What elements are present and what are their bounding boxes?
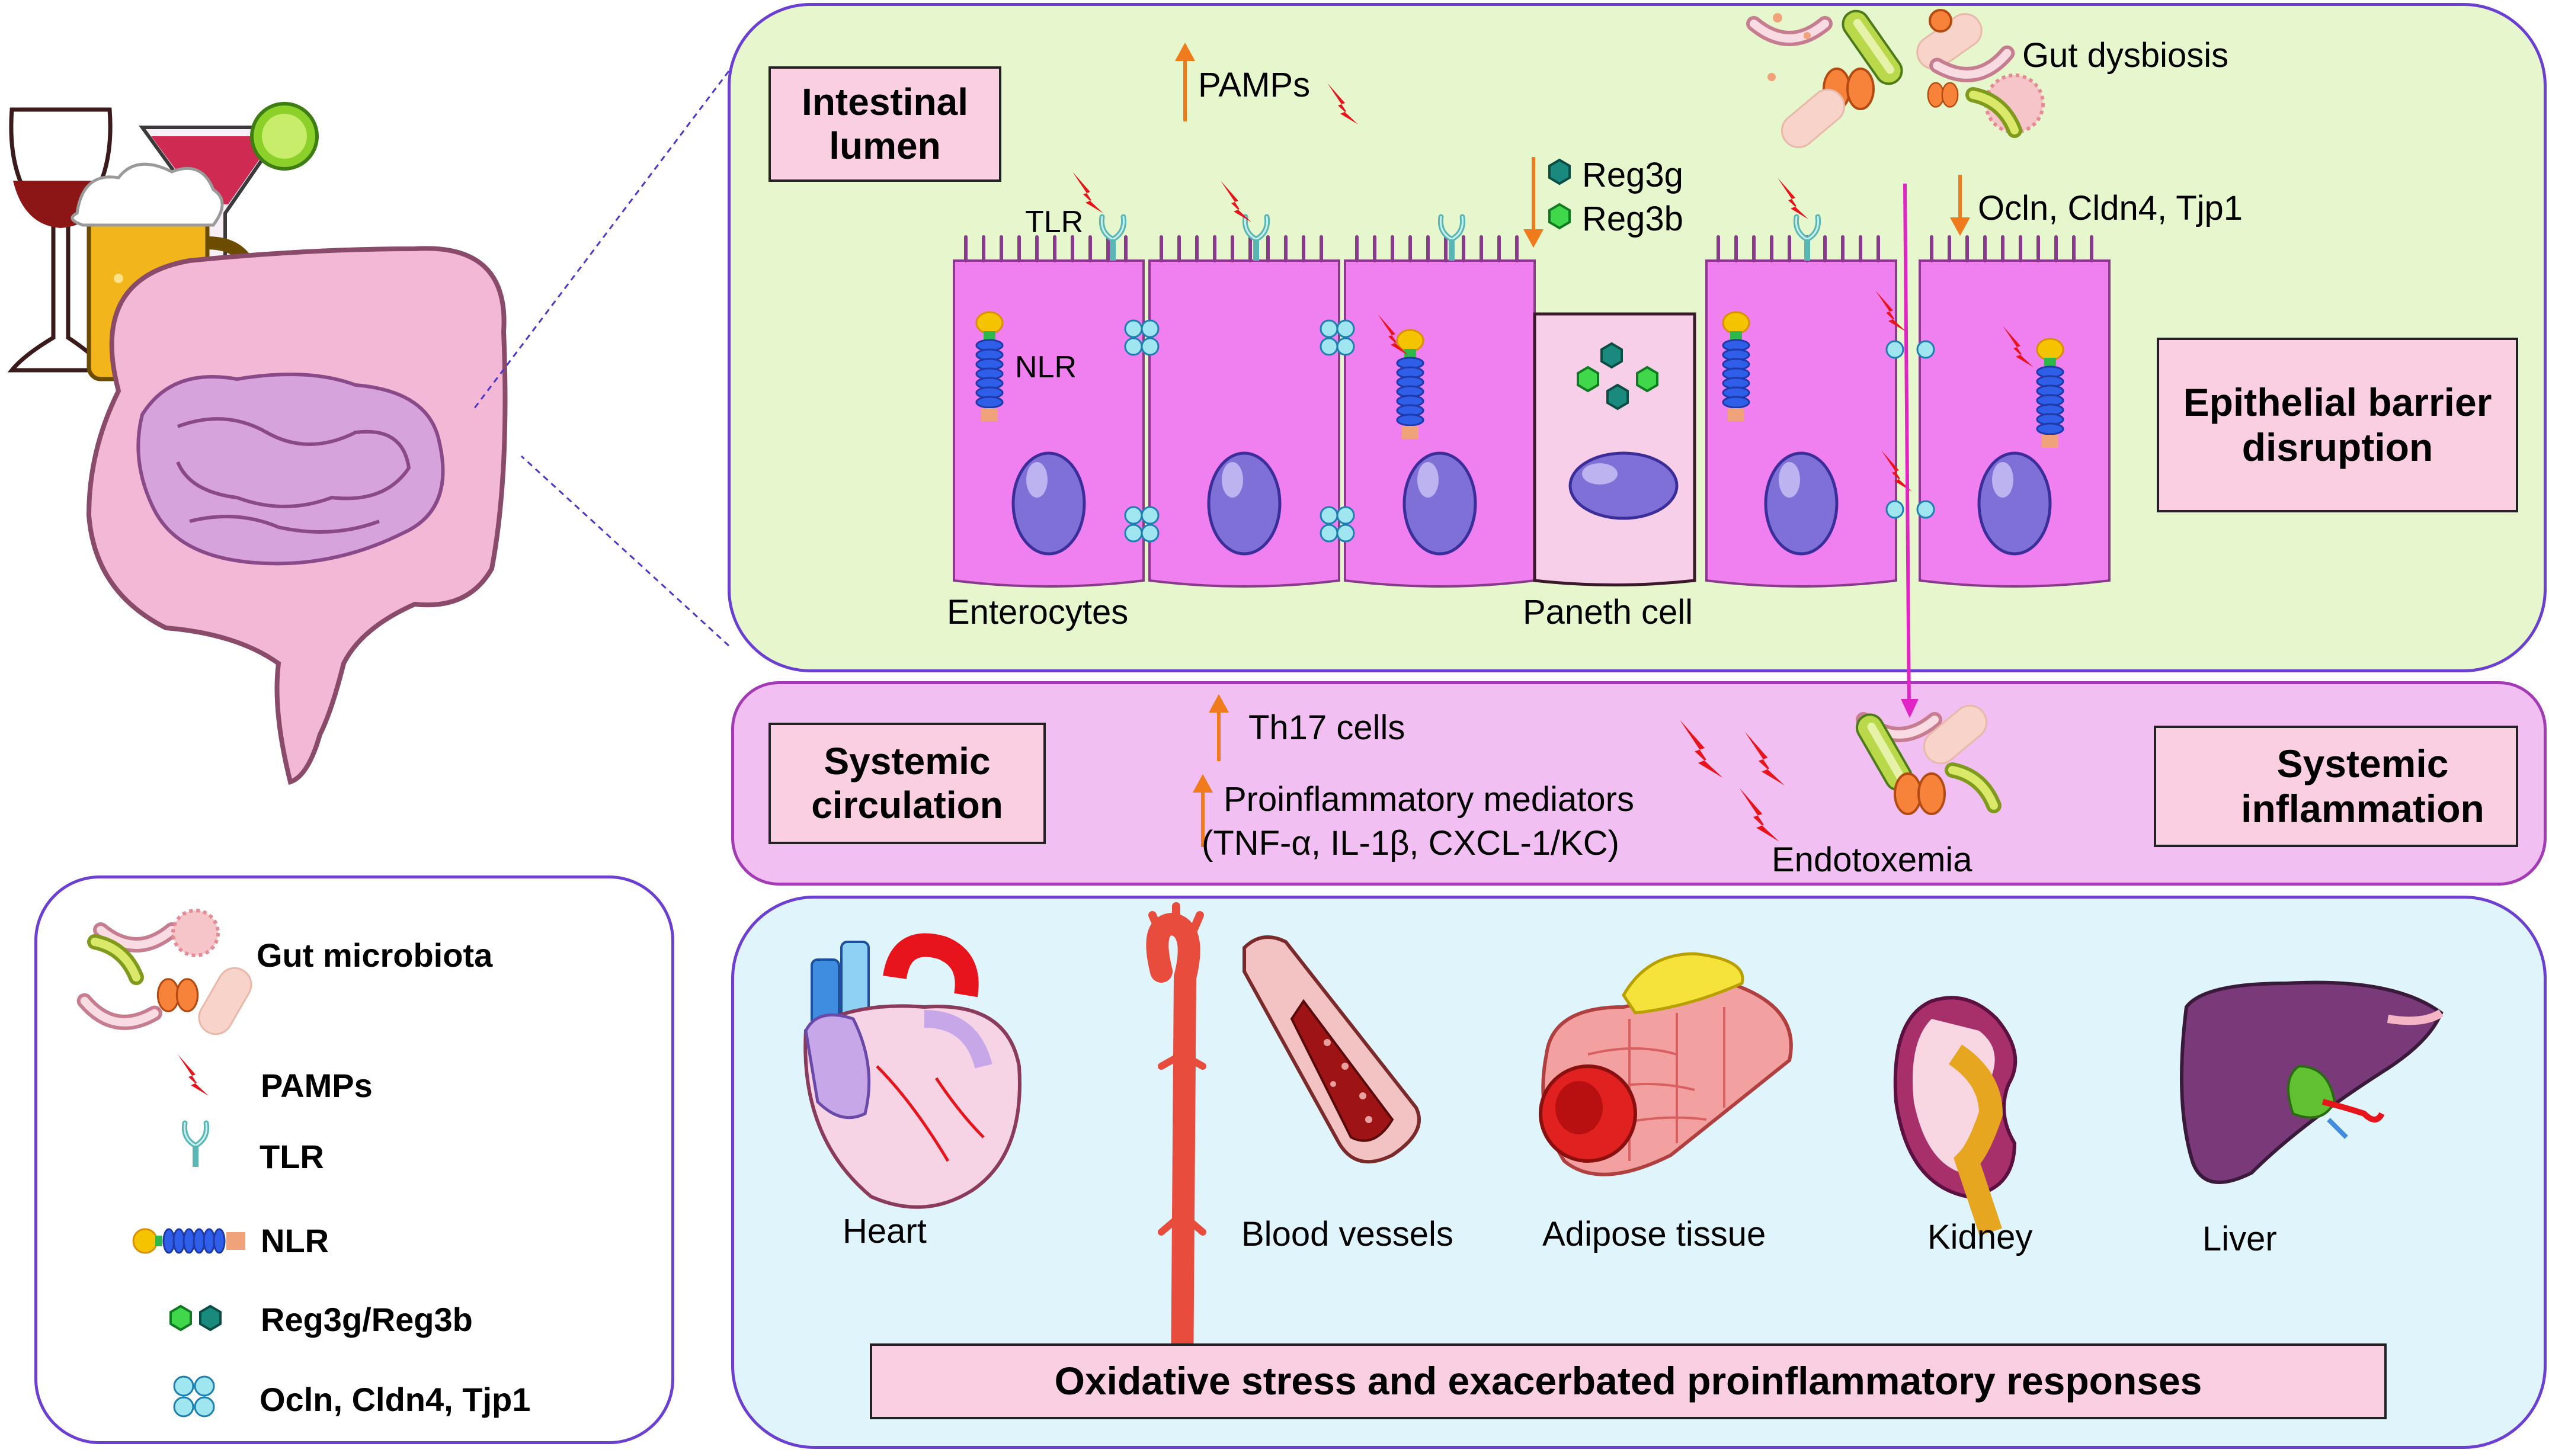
legend-gut-microbiota: Gut microbiota bbox=[257, 937, 493, 974]
enterocyte-cell-1 bbox=[953, 259, 1145, 588]
enterocyte-cell-4 bbox=[1705, 259, 1897, 588]
reg3b-text: Reg3b bbox=[1582, 200, 1683, 238]
heart-label: Heart bbox=[843, 1212, 927, 1250]
legend-tlr-icon bbox=[184, 1123, 206, 1167]
mediators-list-text: (TNF-α, IL-1β, CXCL-1/KC) bbox=[1202, 824, 1619, 862]
reg3g-text: Reg3g bbox=[1582, 156, 1683, 194]
tight-junction-proteins-text: Ocln, Cldn4, Tjp1 bbox=[1978, 189, 2243, 227]
increase-decrease-arrows bbox=[1174, 42, 1971, 847]
legend-reg3: Reg3g/Reg3b bbox=[261, 1301, 473, 1338]
outcome-label: Oxidative stress and exacerbated proinfl… bbox=[870, 1343, 2387, 1419]
reg3g-hexagon-icon bbox=[1548, 159, 1571, 185]
heart-icon bbox=[803, 933, 1021, 1209]
legend-nlr-icon bbox=[132, 1228, 245, 1254]
th17-cells-text: Th17 cells bbox=[1248, 708, 1405, 747]
systemic-circulation-label: Systemic circulation bbox=[768, 723, 1046, 844]
liver-icon bbox=[2180, 980, 2444, 1184]
endotoxemia-text: Endotoxemia bbox=[1772, 841, 1972, 879]
adipose-tissue-label: Adipose tissue bbox=[1542, 1215, 1766, 1253]
tlr-receptor-icon bbox=[1101, 217, 1818, 261]
blood-vessels-label: Blood vessels bbox=[1241, 1215, 1453, 1253]
enterocyte-cell-2 bbox=[1148, 259, 1340, 588]
enterocyte-cell-3 bbox=[1344, 259, 1536, 588]
legend-pamp-icon bbox=[178, 1054, 209, 1096]
pamps-text: PAMPs bbox=[1198, 66, 1311, 104]
aorta-icon bbox=[1146, 902, 1215, 1416]
paneth-cell bbox=[1533, 312, 1696, 586]
tlr-label: TLR bbox=[1025, 205, 1084, 239]
kidney-label: Kidney bbox=[1927, 1218, 2033, 1256]
enterocyte-cell-5 bbox=[1919, 259, 2111, 588]
legend-tight-junctions: Ocln, Cldn4, Tjp1 bbox=[260, 1381, 531, 1418]
nlr-label: NLR bbox=[1015, 350, 1077, 384]
liver-label: Liver bbox=[2202, 1220, 2277, 1258]
epithelial-barrier-disruption-label: Epithelial barrier disruption bbox=[2157, 338, 2518, 512]
gut-dysbiosis-text: Gut dysbiosis bbox=[2022, 36, 2229, 75]
microvilli bbox=[964, 235, 2093, 262]
tight-junction-icon bbox=[1124, 319, 1935, 543]
reg3b-hexagon-icon bbox=[1548, 203, 1571, 229]
systemic-inflammation-label: Systemic inflammation bbox=[2154, 726, 2518, 847]
legend-pamps: PAMPs bbox=[261, 1067, 373, 1104]
adipose-tissue-icon bbox=[1539, 952, 1793, 1176]
translocation-arrow bbox=[1901, 183, 1919, 718]
bacteria-icon bbox=[1754, 5, 2045, 155]
circulating-bacteria bbox=[1850, 698, 1994, 815]
endotoxemia-pamps bbox=[1680, 720, 1785, 842]
legend-tlr: TLR bbox=[260, 1138, 324, 1175]
legend-tight-junction-icon bbox=[173, 1375, 215, 1417]
proinflammatory-mediators-text: Proinflammatory mediators bbox=[1224, 780, 1634, 819]
intestinal-lumen-label: Intestinal lumen bbox=[768, 66, 1001, 182]
legend-reg3-icon bbox=[169, 1305, 222, 1331]
legend-bacteria-icon bbox=[82, 909, 258, 1041]
legend-nlr: NLR bbox=[261, 1222, 329, 1259]
paneth-cell-label: Paneth cell bbox=[1523, 593, 1693, 631]
kidney-icon bbox=[1893, 996, 2018, 1236]
intestine-icon bbox=[86, 246, 508, 785]
blood-vessel-icon bbox=[1243, 935, 1421, 1164]
enterocytes-label: Enterocytes bbox=[947, 593, 1129, 631]
